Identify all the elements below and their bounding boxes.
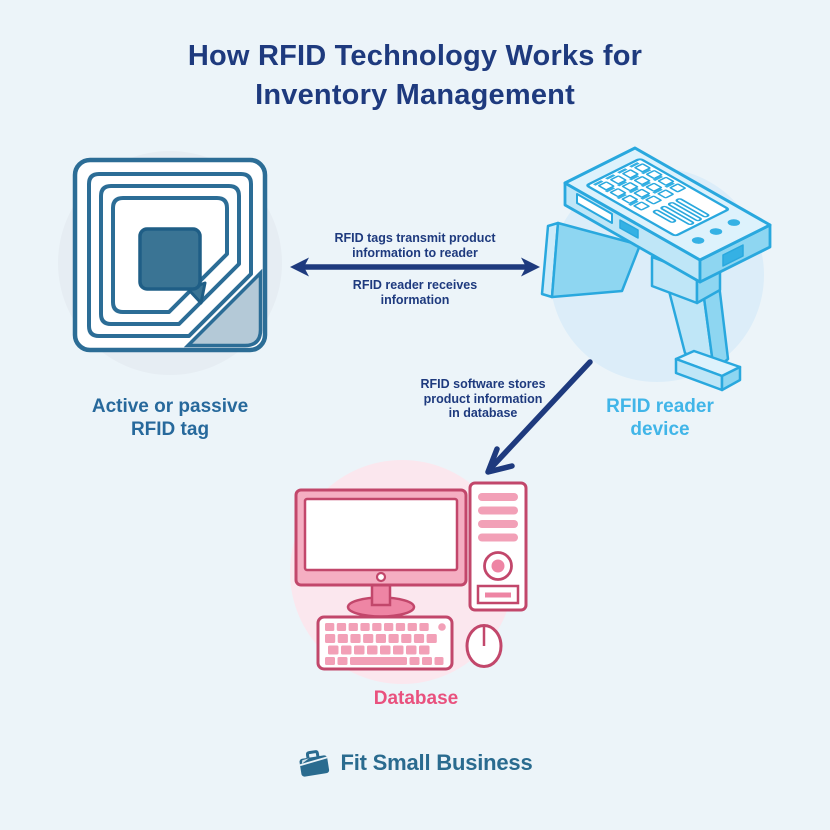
- rfid-tag-illustration: [72, 157, 268, 353]
- annotation-reader-to-tag: RFID reader receives information: [300, 278, 530, 307]
- tag-corner-triangle: [183, 268, 263, 348]
- rfid-reader-illustration: [540, 146, 772, 392]
- brand-logo: Fit Small Business: [0, 748, 830, 778]
- reader-side-port: [619, 219, 639, 239]
- annotation-line: product information: [423, 391, 543, 406]
- reader-scan-slot: [576, 193, 613, 224]
- annotation-line: RFID software stores: [420, 377, 546, 391]
- reader-display-lines: [652, 198, 710, 226]
- monitor: [294, 488, 468, 618]
- annotation-line: RFID reader receives: [352, 278, 478, 292]
- computer-tower: [468, 481, 528, 612]
- desktop-computer-illustration: [290, 460, 528, 684]
- reader-label-line: device: [630, 419, 690, 440]
- annotation-line: information to reader: [352, 245, 478, 260]
- tag-label: Active or passive RFID tag: [50, 395, 290, 441]
- brand-name: Fit Small Business: [340, 750, 533, 775]
- briefcase-icon: [299, 750, 330, 777]
- annotation-tag-to-reader: RFID tags transmit product information t…: [300, 231, 530, 260]
- mouse: [465, 624, 503, 668]
- keyboard: [316, 615, 454, 671]
- arrow-down-left-icon: [485, 359, 593, 475]
- reader-label-line: RFID reader: [606, 396, 714, 417]
- tag-chip: [138, 227, 207, 305]
- annotation-line: in database: [448, 406, 518, 420]
- reader-handle: [650, 255, 742, 392]
- title-line-1: How RFID Technology Works for: [187, 40, 643, 72]
- tag-label-line: RFID tag: [130, 419, 210, 440]
- annotation-line: RFID tags transmit product: [334, 231, 496, 245]
- reader-buttons: [691, 219, 741, 244]
- title-line-2: Inventory Management: [255, 79, 575, 111]
- infographic-title: How RFID Technology Works for Inventory …: [0, 37, 830, 115]
- database-label: Database: [373, 688, 459, 709]
- tag-label-line: Active or passive: [91, 396, 249, 417]
- reader-flap: [540, 221, 642, 299]
- double-headed-arrow-icon: [290, 257, 540, 277]
- annotation-line: information: [380, 292, 450, 307]
- reader-label: RFID reader device: [555, 395, 765, 441]
- reader-keypad: [586, 158, 741, 244]
- reader-front-port: [722, 244, 744, 267]
- annotation-reader-to-database: RFID software stores product information…: [388, 377, 578, 421]
